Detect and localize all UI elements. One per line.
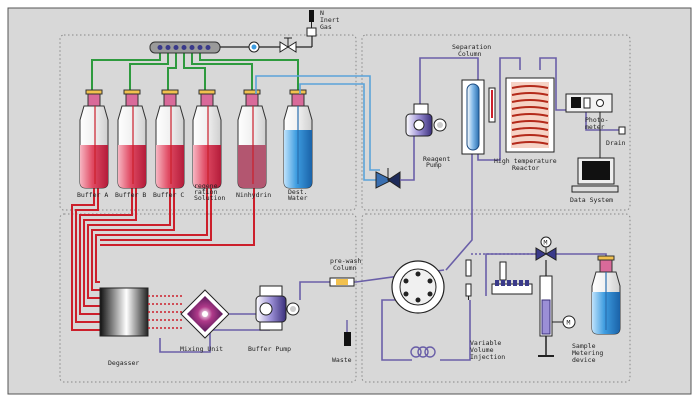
section-reagents: [59, 34, 357, 211]
buffer-pump-label: Buffer Pump: [248, 345, 291, 353]
bottle-regeneration-solution: [192, 89, 222, 189]
reactor-label-2: Reactor: [512, 164, 539, 172]
mixing-unit: [180, 289, 230, 339]
inert-gas-label-3: Gas: [320, 23, 332, 31]
bottle-buffer-b: [117, 89, 147, 189]
bottle-buffer-c: [155, 89, 185, 189]
waste-container: [344, 332, 351, 346]
syringe-motor-label: M: [567, 319, 571, 327]
bottle-buffer-a: [79, 89, 109, 189]
separation-column: [461, 79, 496, 155]
degasser-label: Degasser: [108, 359, 139, 367]
separation-column-label-1: Separation: [452, 43, 491, 51]
photometer-label-1: Photo-: [585, 116, 608, 124]
data-system-computer: [571, 112, 619, 193]
sample-metering-syringe: [538, 260, 576, 357]
regeneration-label-1: regene-: [194, 182, 221, 190]
section-reaction: [361, 34, 631, 211]
variable-volume-label-3: Injection: [470, 353, 505, 361]
sample-metering-label-2: Metering: [572, 349, 603, 357]
reagent-pump-label-2: Pump: [426, 161, 442, 169]
separation-column-label-2: Column: [458, 50, 482, 58]
reagent-pump-label-1: Reagent: [423, 155, 450, 163]
inert-gas-label-1: N: [320, 9, 324, 17]
sample-metering-label-3: device: [572, 356, 596, 364]
mixing-unit-label: Mixing Unit: [180, 345, 223, 353]
waste-label: Waste: [332, 356, 352, 364]
reagent-three-way-valve: [375, 168, 401, 189]
sample-metering-label-1: Sample: [572, 342, 596, 350]
valve-motor-label: M: [544, 239, 548, 247]
gas-lines: [91, 53, 299, 94]
regeneration-label-3: Solution: [194, 194, 225, 202]
dest-water-label-2: Water: [288, 194, 308, 202]
wash-needle: [465, 259, 472, 300]
prewash-label-1: pre-wash: [330, 257, 361, 265]
variable-volume-label-1: Variable: [470, 339, 501, 347]
photometer: [565, 93, 613, 113]
variable-volume-label-2: Volume: [470, 346, 494, 354]
reagent-lines: [255, 75, 380, 181]
ninhydrin-label: Ninhydrin: [236, 191, 271, 199]
inert-gas-supply: [220, 10, 317, 53]
drain-label: Drain: [606, 139, 626, 147]
regeneration-label-2: ration: [194, 188, 218, 196]
prewash-label-2: Column: [333, 264, 357, 272]
sample-loop: [410, 346, 436, 358]
dest-water-label-1: Dest.: [288, 188, 308, 196]
prewash-column: [329, 277, 355, 287]
inert-gas-label-2: Inert: [320, 16, 340, 24]
metering-valve: [535, 236, 557, 261]
degasser: [99, 287, 149, 337]
gas-cylinder: [309, 10, 314, 22]
sample-rack: [491, 261, 533, 295]
buffer-a-label: Buffer A: [77, 191, 108, 199]
buffer-c-label: Buffer C: [153, 191, 184, 199]
photometer-label-2: meter: [585, 123, 605, 131]
injection-valve: [391, 260, 445, 314]
degasser-outlet-lines: [148, 295, 182, 329]
high-temperature-reactor: [505, 77, 555, 153]
buffer-pump: [255, 285, 300, 331]
reagent-pump: [405, 103, 447, 137]
gas-manifold: [149, 41, 221, 54]
drain: [618, 126, 626, 135]
bottle-flush-water: [591, 255, 621, 335]
reactor-label-1: High temperature: [494, 157, 557, 165]
bottle-ninhydrin: [237, 89, 267, 189]
data-system-label: Data System: [570, 196, 613, 204]
bottle-dest-water: [283, 89, 313, 189]
buffer-b-label: Buffer B: [115, 191, 146, 199]
